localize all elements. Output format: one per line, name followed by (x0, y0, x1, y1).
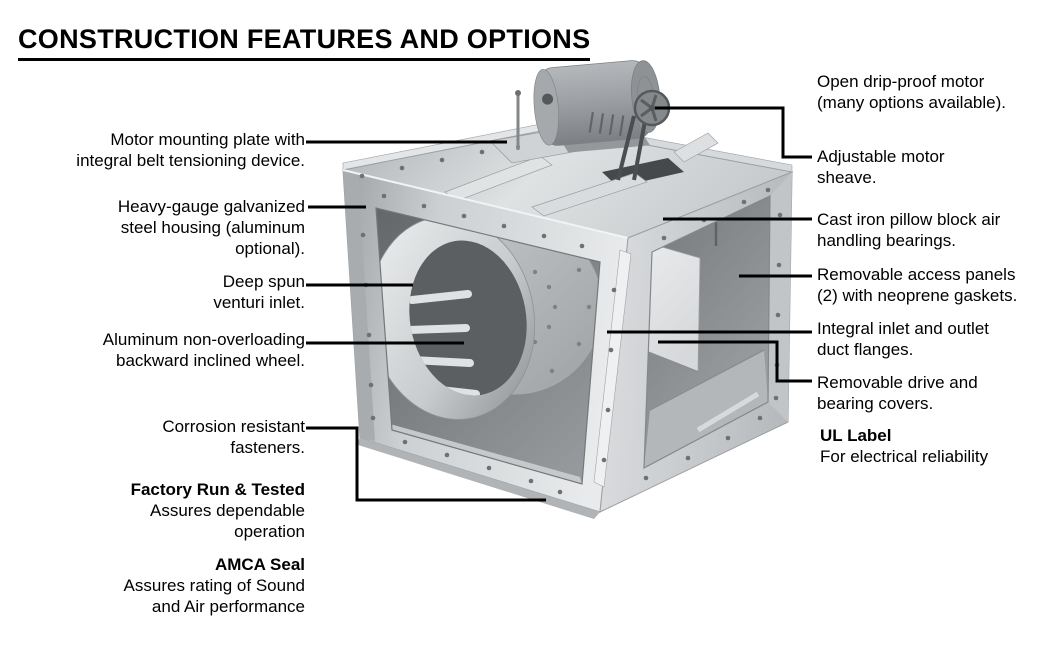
feature-title: UL Label (820, 426, 892, 445)
side-right-border (768, 172, 792, 422)
callout-sheave: Adjustable motor sheave. (817, 147, 945, 187)
inlet-floor (390, 424, 582, 484)
leader-lines (306, 106, 812, 502)
stud-nut (515, 90, 521, 96)
feature-body: For electrical reliability (820, 447, 989, 466)
fastener-dots (359, 149, 783, 495)
callout-duct-flanges: Integral inlet and outlet duct flanges. (817, 319, 990, 359)
callout-motor: Open drip-proof motor (many options avai… (817, 72, 1006, 112)
feature-body: Assures dependable operation (149, 501, 305, 541)
duct-flange (593, 249, 632, 488)
box-bottom-shadow (644, 337, 699, 373)
floor-brace (696, 391, 760, 433)
feature-title: Factory Run & Tested (130, 480, 305, 499)
feature-amca-seal: AMCA Seal Assures rating of Sound and Ai… (124, 554, 305, 617)
leader-sheave (655, 106, 812, 159)
leader-fasteners (306, 426, 546, 502)
callout-housing: Heavy-gauge galvanized steel housing (al… (117, 197, 305, 258)
floor-seam (649, 349, 765, 411)
motor-end-cap (533, 69, 559, 146)
leader-drive-covers (658, 340, 812, 383)
front-top-highlight (342, 169, 629, 239)
callout-motor-mounting-plate: Motor mounting plate with integral belt … (76, 130, 305, 170)
feature-factory-run-tested: Factory Run & Tested Assures dependable … (131, 479, 305, 542)
page-title: CONSTRUCTION FEATURES AND OPTIONS (18, 24, 591, 62)
top-bracket (673, 132, 719, 163)
front-opening-edge (375, 207, 601, 485)
callout-fasteners: Corrosion resistant fasteners. (162, 417, 305, 457)
venturi-opening (409, 240, 527, 396)
motor-assembly (489, 60, 671, 181)
conduit-hole (542, 93, 554, 105)
feature-ul-label: UL Label For electrical reliability (820, 425, 988, 467)
top-bracket (531, 172, 648, 217)
feature-title: AMCA Seal (214, 555, 305, 574)
feature-body: Assures rating of Sound and Air performa… (123, 576, 305, 616)
motor-vents (588, 112, 625, 137)
callout-access-panels: Removable access panels (2) with neopren… (817, 265, 1018, 305)
interior-floor (644, 350, 768, 468)
belts (616, 115, 647, 181)
front-left-edge-flange (343, 170, 375, 441)
outlet-opening-edge (643, 195, 771, 470)
callout-venturi-inlet: Deep spun venturi inlet. (213, 272, 305, 312)
callout-bearings: Cast iron pillow block air handling bear… (817, 210, 1001, 250)
callout-wheel: Aluminum non-overloading backward inclin… (102, 330, 305, 370)
callout-drive-covers: Removable drive and bearing covers. (817, 373, 978, 413)
fan-housing (342, 120, 794, 519)
sheave-hub (649, 105, 655, 111)
